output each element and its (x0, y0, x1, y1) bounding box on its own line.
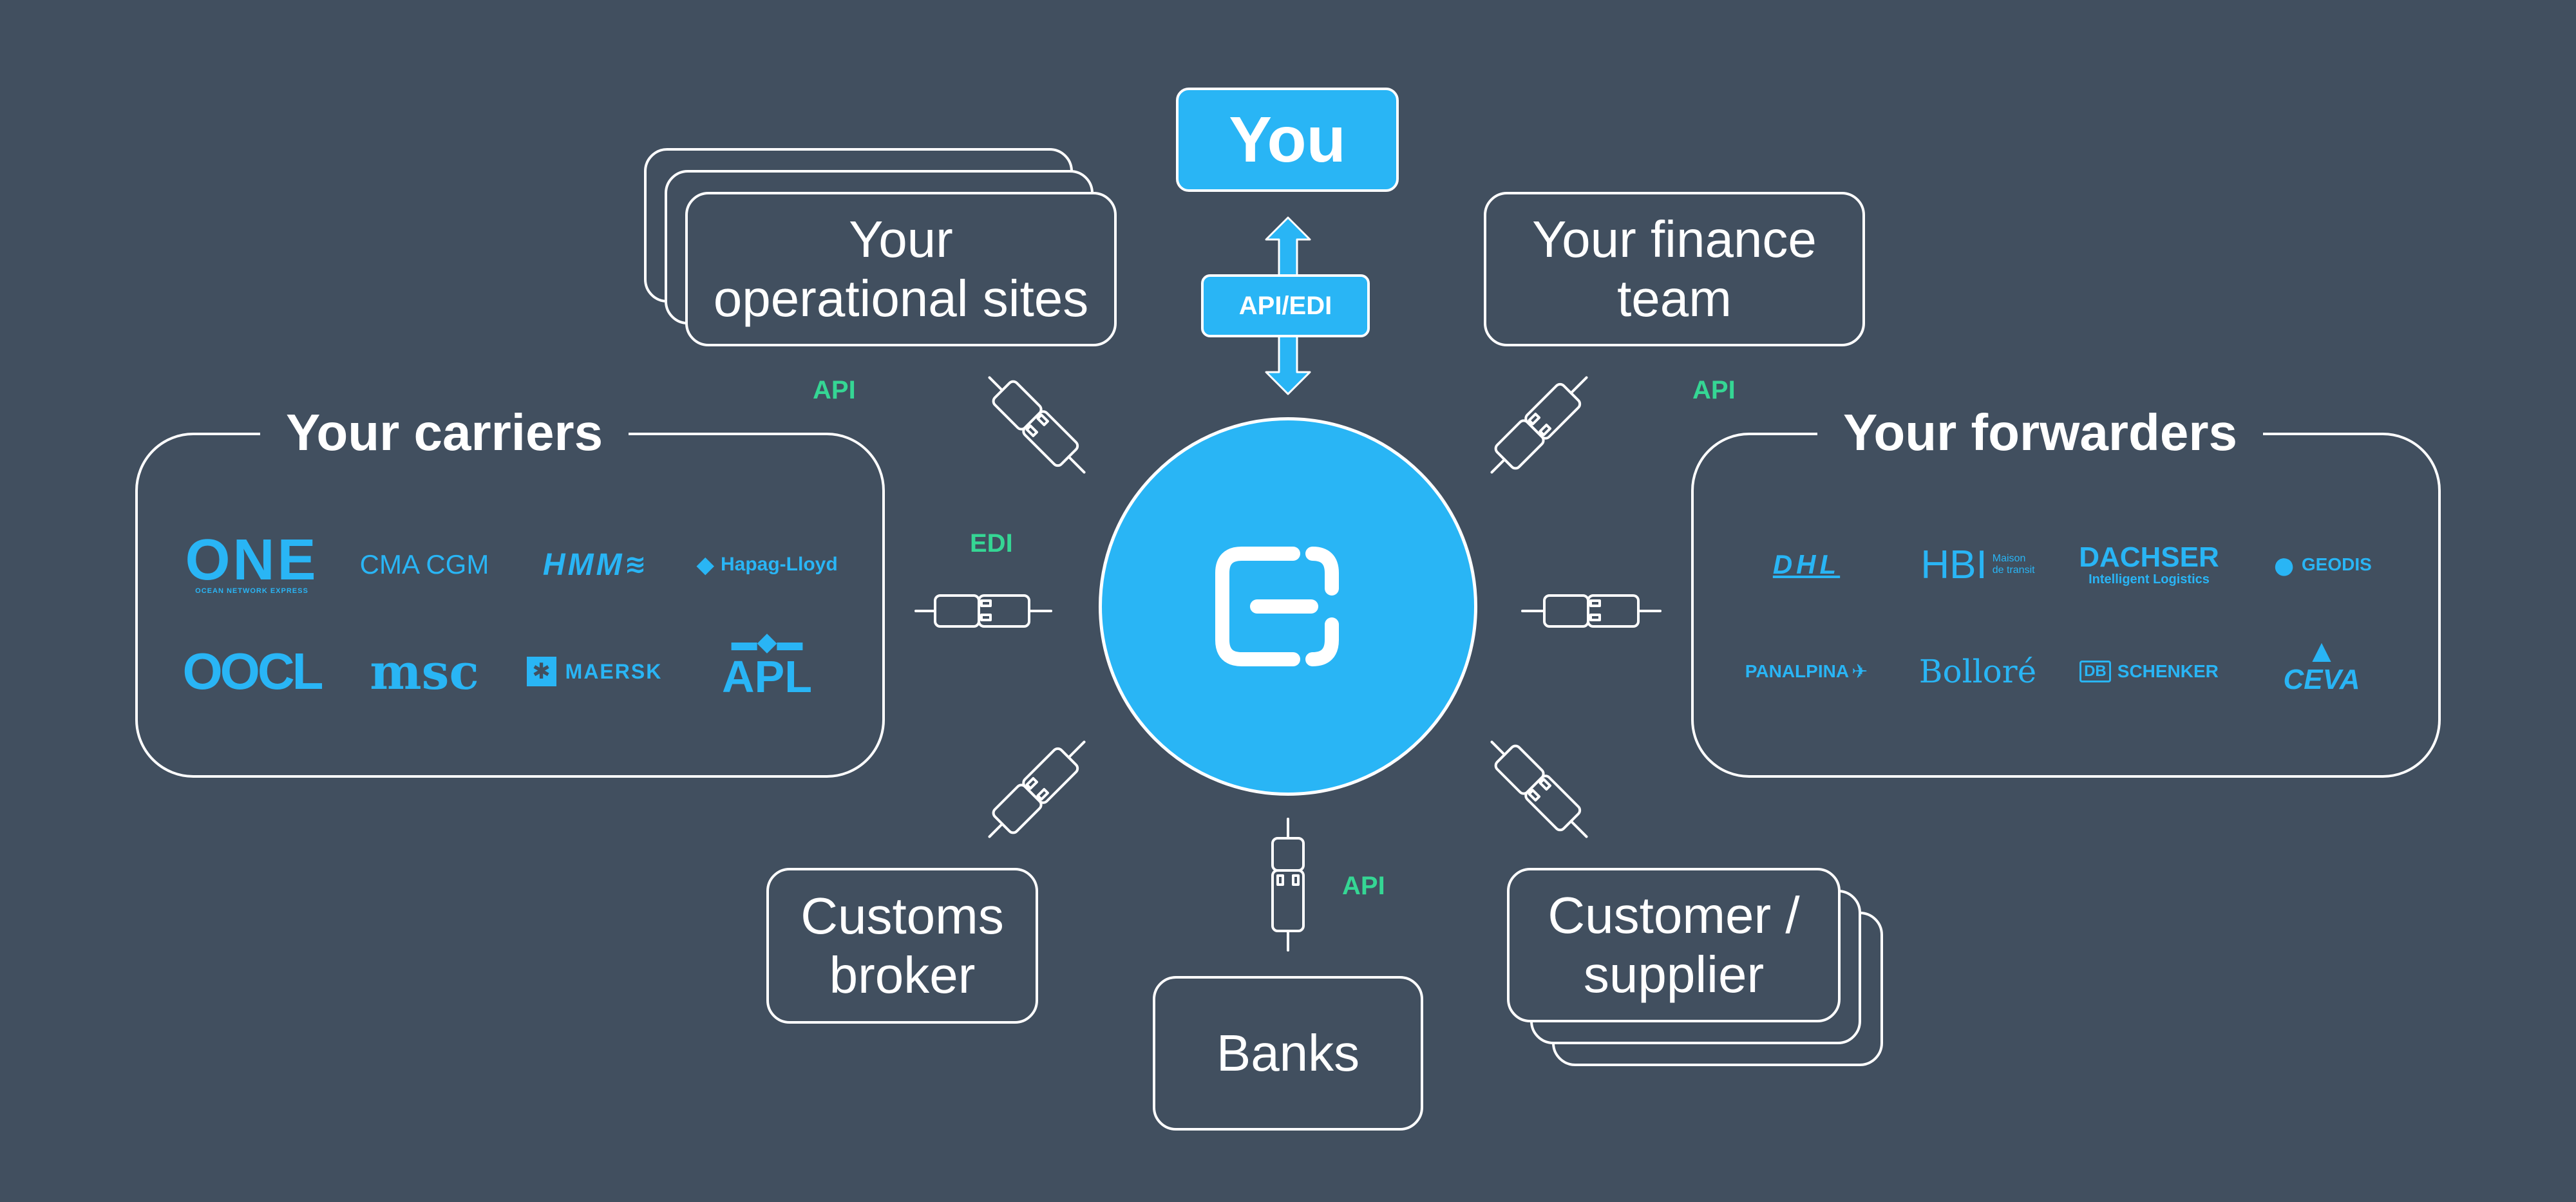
forwarders-title: Your forwarders (1817, 403, 2263, 462)
hapag-lloyd-logo: ◆ Hapag-Lloyd (693, 529, 841, 600)
carriers-group (135, 433, 885, 778)
hmm-wing-icon: ≋ (624, 550, 647, 579)
maersk-star-icon: ✱ (526, 657, 556, 686)
api-label-operational-sites: API (813, 376, 856, 404)
hbi-logo-tagline: Maison de transit (1992, 553, 2035, 576)
maersk-logo: ✱ MAERSK (520, 636, 668, 707)
api-label-banks: API (1342, 872, 1385, 900)
schenker-logo: DB SCHENKER (2075, 636, 2223, 707)
ceva-mountain-icon: ▲ (2306, 633, 2338, 669)
plug-connector-carriers (914, 594, 1052, 628)
api-edi-label: API/EDI (1238, 291, 1332, 320)
plug-connector-forwarders (1521, 594, 1662, 628)
ceva-logo-text: CEVA (2283, 664, 2360, 695)
operational-sites-node[interactable]: Your operational sites (685, 192, 1117, 346)
you-node[interactable]: You (1176, 88, 1399, 192)
hbi-logo-text: HBI (1920, 542, 1987, 587)
msc-logo-text: msc (370, 643, 479, 700)
operational-sites-label: Your operational sites (713, 211, 1089, 327)
ceva-logo: ▲ CEVA (2248, 630, 2396, 700)
one-logo: ONE OCEAN NETWORK EXPRESS (178, 529, 326, 600)
one-logo-tagline: OCEAN NETWORK EXPRESS (195, 587, 308, 595)
oocl-logo: OOCL (178, 636, 326, 707)
customs-broker-label: Customs broker (800, 887, 1004, 1004)
you-label: You (1229, 103, 1346, 176)
panalpina-logo-text: PANALPINA (1745, 661, 1850, 681)
stylized-e-icon (1215, 547, 1339, 666)
edi-label-carriers: EDI (970, 529, 1013, 558)
schenker-logo-text: SCHENKER (2117, 661, 2219, 681)
geodis-logo-text: GEODIS (2301, 554, 2372, 574)
hapag-lloyd-logo-text: Hapag-Lloyd (721, 554, 838, 575)
plug-connector-customer-supplier (1490, 740, 1588, 838)
finance-team-label: Your finance team (1532, 211, 1817, 327)
msc-logo: msc (350, 636, 498, 707)
bollore-logo: Bolloré (1904, 636, 2052, 707)
plug-connector-customs-broker (988, 740, 1086, 838)
dhl-logo-text: DHL (1772, 549, 1841, 579)
panalpina-logo: PANALPINA ✈ (1732, 636, 1880, 707)
dachser-logo-tagline: Intelligent Logistics (2088, 572, 2210, 587)
dachser-logo: DACHSER Intelligent Logistics (2075, 529, 2223, 600)
hmm-logo: HMM ≋ (520, 529, 668, 600)
geodis-logo: ● GEODIS (2248, 529, 2396, 600)
hbi-logo: HBI Maison de transit (1904, 529, 2052, 600)
banks-node[interactable]: Banks (1153, 976, 1423, 1131)
plug-connector-banks (1271, 818, 1305, 952)
apl-logo-text: APL (722, 652, 812, 702)
hub-circle[interactable] (1099, 417, 1477, 796)
hapag-lloyd-icon: ◆ (696, 551, 714, 578)
db-logo-badge: DB (2079, 661, 2111, 682)
plug-connector-operational-sites (988, 376, 1086, 474)
bollore-logo-text: Bolloré (1918, 653, 2037, 690)
customs-broker-node[interactable]: Customs broker (766, 868, 1038, 1024)
dhl-logo: DHL (1732, 529, 1880, 600)
customer-supplier-label: Customer / supplier (1548, 887, 1800, 1003)
oocl-logo-text: OOCL (182, 643, 323, 700)
forwarders-group (1691, 433, 2441, 778)
customer-supplier-node[interactable]: Customer / supplier (1507, 868, 1841, 1022)
api-label-finance-team: API (1692, 376, 1736, 404)
panalpina-icon: ✈ (1852, 661, 1868, 682)
maersk-logo-text: MAERSK (565, 659, 663, 683)
one-logo-text: ONE (185, 528, 319, 592)
banks-label: Banks (1216, 1024, 1360, 1082)
carriers-title: Your carriers (260, 403, 629, 462)
hmm-logo-text: HMM (542, 547, 625, 582)
geodis-globe-icon: ● (2271, 541, 2297, 588)
cma-cgm-logo: CMA CGM (350, 529, 498, 600)
finance-team-node[interactable]: Your finance team (1484, 192, 1865, 346)
cma-cgm-logo-text: CMA CGM (359, 549, 489, 579)
api-edi-badge: API/EDI (1201, 274, 1370, 337)
apl-logo: ▬◆▬ APL (693, 628, 841, 702)
plug-connector-finance-team (1490, 376, 1588, 474)
dachser-logo-text: DACHSER (2079, 541, 2219, 573)
apl-eagle-icon: ▬◆▬ (731, 628, 803, 656)
